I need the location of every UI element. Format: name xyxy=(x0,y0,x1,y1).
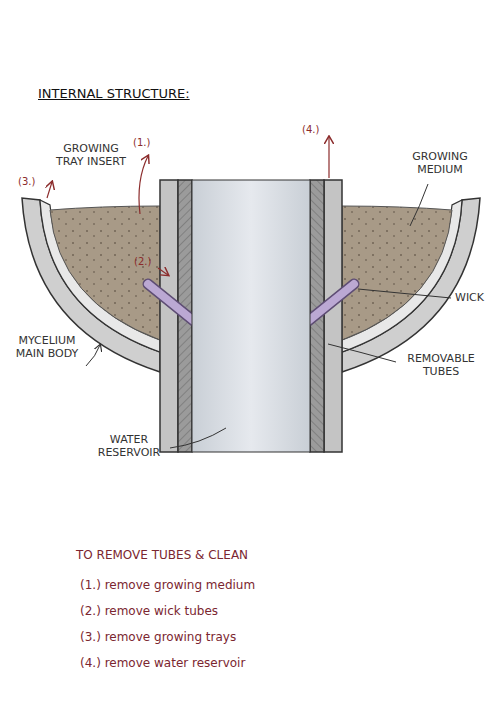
callout-number: (1.) xyxy=(133,137,150,149)
part-label: GROWING TRAY INSERT xyxy=(55,142,127,168)
part-label: REMOVABLE TUBES xyxy=(398,352,484,378)
note-step: (4.) remove water reservoir xyxy=(80,656,245,670)
callout-number: (3.) xyxy=(18,176,35,188)
part-label: WICK xyxy=(455,291,484,304)
note-heading: TO REMOVE TUBES & CLEAN xyxy=(76,548,248,562)
note-step: (3.) remove growing trays xyxy=(80,630,236,644)
part-label: GROWING MEDIUM xyxy=(404,150,476,176)
part-label: WATER RESERVOIR xyxy=(88,433,170,459)
diagram-title: INTERNAL STRUCTURE: xyxy=(38,86,190,102)
part-label: MYCELIUM MAIN BODY xyxy=(10,334,84,360)
note-step: (2.) remove wick tubes xyxy=(80,604,218,618)
callout-number: (2.) xyxy=(134,256,151,268)
note-step: (1.) remove growing medium xyxy=(80,578,255,592)
callout-number: (4.) xyxy=(302,124,319,136)
